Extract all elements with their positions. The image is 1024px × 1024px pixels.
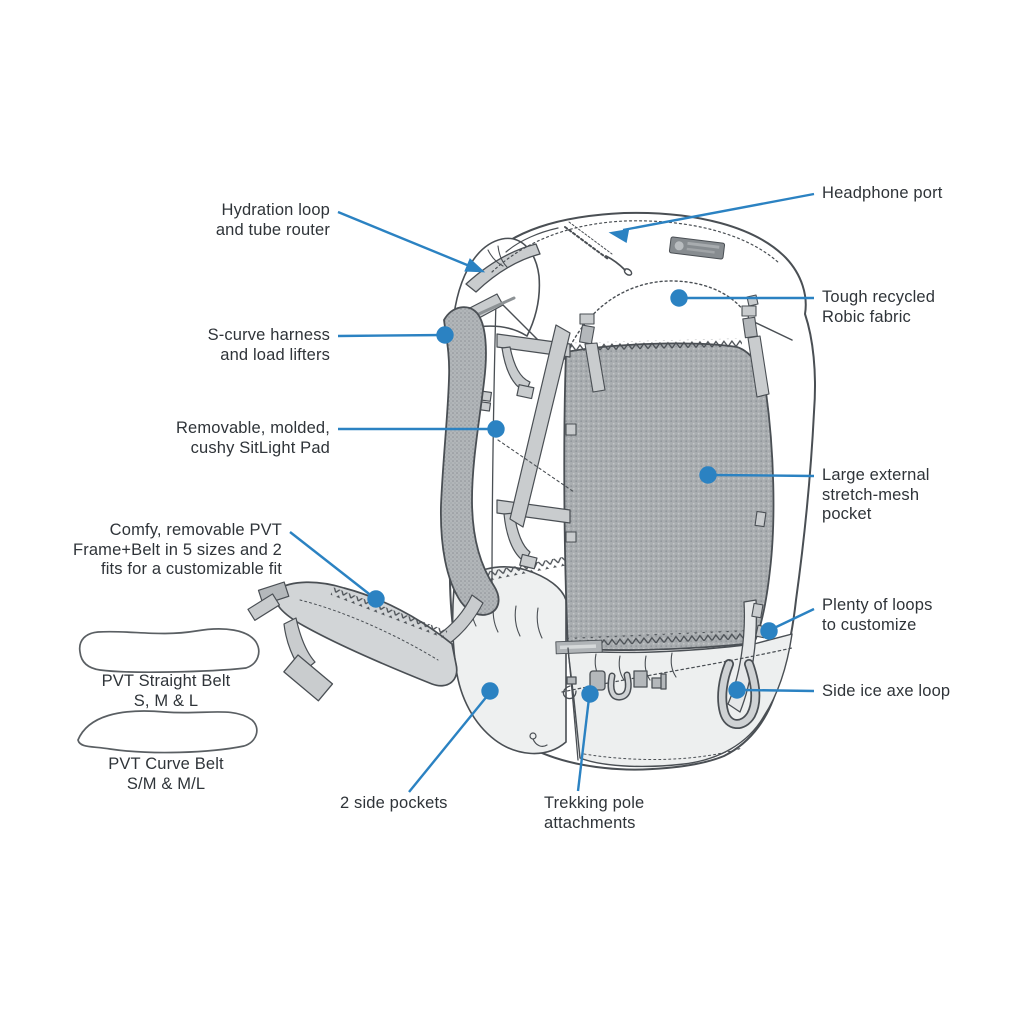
connector-stretch-mesh bbox=[699, 466, 815, 484]
callout-headphone-port: Headphone port bbox=[822, 184, 943, 202]
lid-inner-curve bbox=[505, 227, 559, 253]
connector-side-pockets bbox=[408, 682, 499, 793]
hydration-loop-strap bbox=[465, 243, 541, 293]
model-tag bbox=[555, 639, 603, 655]
connector-loops-customize bbox=[760, 607, 815, 640]
belt-strap-end bbox=[283, 654, 334, 702]
connector-sitlight-pad bbox=[338, 420, 505, 438]
callout-loops-customize: Plenty of loops to customize bbox=[822, 596, 933, 634]
callout-straight-belt: PVT Straight Belt S, M & L bbox=[101, 672, 231, 710]
ice-axe-loop bbox=[717, 659, 761, 729]
connector-trekking-pole bbox=[576, 685, 599, 792]
mesh-top-hem bbox=[563, 338, 743, 352]
straight-belt-shape bbox=[78, 628, 260, 674]
connector-s-curve-harness bbox=[337, 326, 454, 344]
lid-zipper bbox=[564, 221, 633, 276]
connector-side-ice-axe bbox=[728, 681, 815, 699]
trekking-pole-hardware bbox=[562, 670, 667, 701]
drawcord bbox=[529, 732, 548, 747]
belt-buckle-b bbox=[247, 593, 281, 621]
brand-patch bbox=[668, 236, 726, 260]
connector-pvt-frame-belt bbox=[289, 531, 385, 608]
lid-stitch-top bbox=[491, 220, 780, 273]
callout-sitlight-pad: Removable, molded, cushy SitLight Pad bbox=[175, 419, 330, 457]
callout-stretch-mesh-pocket: Large external stretch-mesh pocket bbox=[822, 466, 930, 523]
curve-belt-shape bbox=[77, 710, 258, 754]
hood-cords bbox=[487, 245, 508, 268]
callout-curve-belt: PVT Curve Belt S/M & M/L bbox=[108, 755, 224, 793]
hip-belt bbox=[247, 581, 458, 702]
bottom-stitch bbox=[583, 747, 743, 761]
compression-buckle-left bbox=[578, 313, 606, 393]
connector-tough-robic bbox=[670, 289, 814, 307]
connector-headphone-port bbox=[608, 192, 815, 244]
lid-edge-right bbox=[749, 319, 793, 341]
callout-hydration-loop: Hydration loop and tube router bbox=[215, 201, 330, 239]
front-pocket-elastic-hem bbox=[565, 629, 759, 647]
side-compression-stitch bbox=[497, 439, 575, 493]
callout-side-ice-axe: Side ice axe loop bbox=[822, 682, 951, 700]
callout-tough-robic: Tough recycled Robic fabric bbox=[822, 288, 936, 326]
callout-pvt-frame-belt: Comfy, removable PVT Frame+Belt in 5 siz… bbox=[72, 521, 282, 578]
shoulder-strap bbox=[440, 306, 500, 616]
pack-bottom-section bbox=[567, 633, 793, 768]
callout-s-curve-harness: S-curve harness and load lifters bbox=[207, 326, 330, 364]
seam-side-front bbox=[567, 647, 579, 761]
callout-trekking-pole: Trekking pole attachments bbox=[544, 794, 645, 832]
connector-hydration-loop bbox=[337, 210, 486, 273]
callout-side-pockets: 2 side pockets bbox=[340, 794, 448, 812]
